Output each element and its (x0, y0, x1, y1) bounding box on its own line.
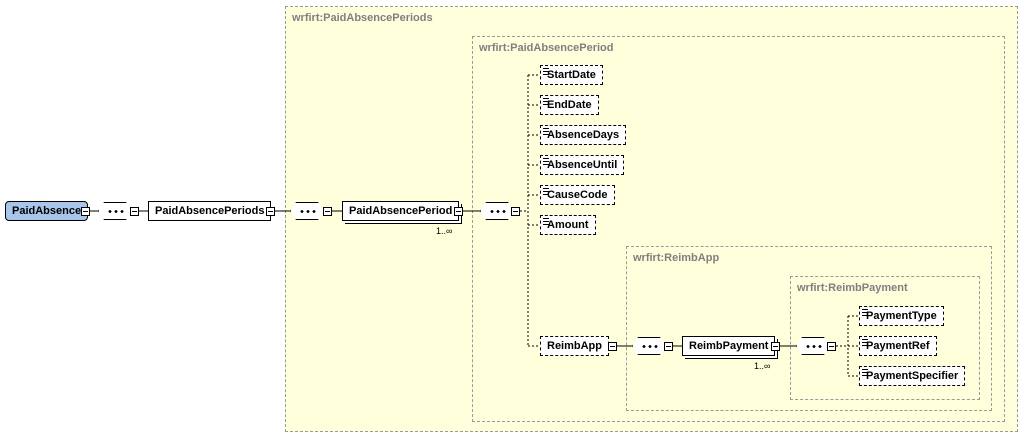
sequence-dots-icon (805, 345, 823, 348)
element-paid-absence-periods-label: PaidAbsencePeriods (155, 205, 265, 217)
attributes-icon (862, 309, 868, 316)
element-paid-absence-label: PaidAbsence (12, 205, 82, 217)
element-amount[interactable]: Amount (540, 215, 596, 235)
element-end-date-label: EndDate (547, 99, 592, 111)
type-label-reimb-payment: wrfirt:ReimbPayment (797, 282, 908, 294)
element-paid-absence[interactable]: PaidAbsence (5, 201, 89, 221)
element-absence-days-label: AbsenceDays (547, 129, 620, 141)
element-paid-absence-period-label: PaidAbsencePeriod (349, 205, 453, 217)
collapse-toggle-reimb-app[interactable] (608, 342, 617, 351)
element-end-date[interactable]: EndDate (540, 95, 599, 115)
collapse-toggle-sequence-3[interactable] (511, 207, 520, 216)
element-amount-label: Amount (547, 219, 589, 231)
sequence-compositor-3[interactable] (480, 202, 514, 220)
element-reimb-app[interactable]: ReimbApp (540, 336, 609, 356)
element-start-date-label: StartDate (547, 69, 596, 81)
attributes-icon (543, 98, 549, 105)
element-payment-ref[interactable]: PaymentRef (859, 336, 937, 356)
collapse-toggle-reimb-payment[interactable] (771, 342, 780, 351)
cardinality-reimb-payment: 1..∞ (754, 361, 771, 371)
sequence-dots-icon (299, 210, 317, 213)
attributes-icon (543, 188, 549, 195)
collapse-toggle-sequence-4[interactable] (664, 342, 673, 351)
element-payment-specifier-label: PaymentSpecifier (866, 370, 959, 382)
attributes-icon (543, 68, 549, 75)
collapse-toggle-sequence-5[interactable] (827, 342, 836, 351)
collapse-toggle-paid-absence[interactable] (81, 207, 90, 216)
cardinality-paid-absence-period: 1..∞ (436, 226, 453, 236)
sequence-compositor-4[interactable] (632, 337, 666, 355)
element-absence-until[interactable]: AbsenceUntil (540, 155, 625, 175)
collapse-toggle-paid-absence-periods[interactable] (266, 207, 275, 216)
element-payment-ref-label: PaymentRef (866, 340, 930, 352)
attributes-icon (543, 158, 549, 165)
element-paid-absence-period[interactable]: PaidAbsencePeriod (342, 201, 460, 221)
attributes-icon (862, 369, 868, 376)
element-paid-absence-periods[interactable]: PaidAbsencePeriods (148, 201, 272, 221)
element-payment-type-label: PaymentType (866, 310, 937, 322)
sequence-dots-icon (641, 345, 659, 348)
element-reimb-payment-label: ReimbPayment (689, 340, 769, 352)
element-start-date[interactable]: StartDate (540, 65, 603, 85)
type-label-paid-absence-periods: wrfirt:PaidAbsencePeriods (292, 12, 433, 24)
element-reimb-app-label: ReimbApp (547, 340, 602, 352)
collapse-toggle-paid-absence-period[interactable] (454, 207, 463, 216)
element-absence-days[interactable]: AbsenceDays (540, 125, 627, 145)
element-payment-specifier[interactable]: PaymentSpecifier (859, 366, 966, 386)
type-label-reimb-app: wrfirt:ReimbApp (633, 252, 720, 264)
element-cause-code[interactable]: CauseCode (540, 185, 615, 205)
element-absence-until-label: AbsenceUntil (547, 159, 618, 171)
attributes-icon (543, 128, 549, 135)
sequence-dots-icon (107, 210, 125, 213)
element-cause-code-label: CauseCode (547, 189, 608, 201)
element-payment-type[interactable]: PaymentType (859, 306, 944, 326)
type-label-paid-absence-period: wrfirt:PaidAbsencePeriod (479, 42, 614, 54)
element-reimb-payment[interactable]: ReimbPayment (682, 336, 776, 356)
sequence-compositor-1[interactable] (98, 202, 132, 220)
attributes-icon (543, 218, 549, 225)
attributes-icon (862, 339, 868, 346)
sequence-dots-icon (489, 210, 507, 213)
collapse-toggle-sequence-2[interactable] (323, 207, 332, 216)
sequence-compositor-5[interactable] (796, 337, 830, 355)
collapse-toggle-sequence-1[interactable] (130, 207, 139, 216)
sequence-compositor-2[interactable] (290, 202, 324, 220)
